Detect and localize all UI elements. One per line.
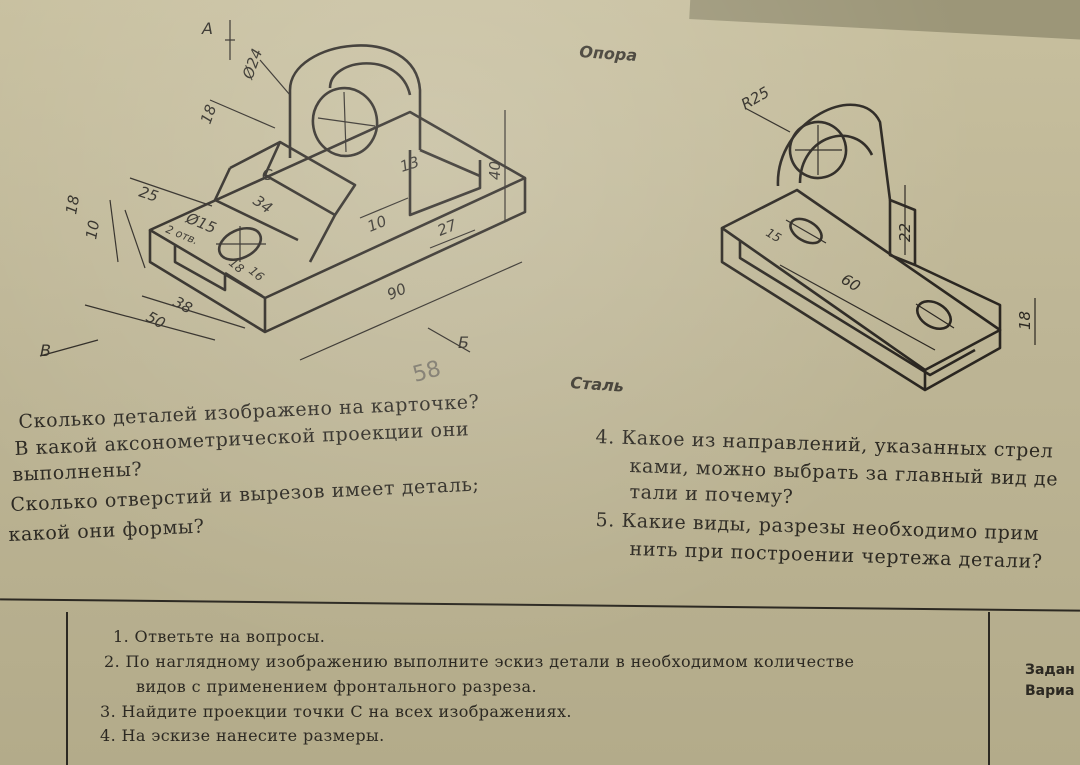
- label-support: Опора: [579, 42, 638, 65]
- dim-10-right: 10: [365, 212, 389, 236]
- task-frame-divider: [988, 612, 990, 765]
- dim-15: 15: [764, 225, 784, 245]
- label-steel: Сталь: [570, 373, 625, 396]
- dim-10-left: 10: [82, 219, 103, 241]
- arrow-a-label: А: [201, 19, 213, 38]
- dim-38: 38: [170, 293, 195, 318]
- side-label-variant: Вариа: [1025, 683, 1075, 699]
- arrow-v-label: В: [40, 341, 51, 360]
- dim-22: 22: [896, 223, 914, 242]
- part2-dimension-labels: R25 22 15 60 18: [738, 83, 1034, 330]
- dim-18-right: 18: [1016, 311, 1034, 330]
- task-3: 3. Найдите проекции точки C на всех изоб…: [100, 702, 572, 721]
- question-4-line-3: тали и почему?: [629, 480, 794, 509]
- dim-r25: R25: [738, 83, 773, 113]
- part2-drawing: [720, 103, 1002, 392]
- point-c-label: C: [262, 166, 273, 184]
- task-2-line-2: видов с применением фронтального разреза…: [136, 677, 537, 696]
- task-4: 4. На эскизе нанесите размеры.: [100, 726, 385, 745]
- part1-dimension-lines: [39, 20, 523, 361]
- task-frame-left: [66, 612, 68, 765]
- part1-drawing: [148, 44, 527, 334]
- arrow-b-label: Б: [458, 333, 469, 352]
- dim-18-left: 18: [62, 194, 83, 216]
- task-1: 1. Ответьте на вопросы.: [113, 627, 326, 646]
- dim-25: 25: [137, 183, 161, 206]
- dim-50: 50: [143, 308, 168, 333]
- handwritten-number: 58: [410, 356, 444, 387]
- side-label-task: Задан: [1025, 662, 1075, 678]
- dim-40: 40: [486, 161, 504, 180]
- dim-60: 60: [838, 270, 864, 295]
- dim-34: 34: [250, 192, 276, 218]
- dim-18-top: 18: [197, 102, 220, 126]
- dim-16: 16: [246, 264, 267, 285]
- dim-dia-24: Ø24: [239, 46, 267, 82]
- dim-90: 90: [384, 279, 409, 303]
- dim-13: 13: [398, 153, 422, 176]
- task-2-line-1: 2. По наглядному изображению выполните э…: [104, 652, 855, 671]
- part2-dimension-lines: [744, 107, 1036, 351]
